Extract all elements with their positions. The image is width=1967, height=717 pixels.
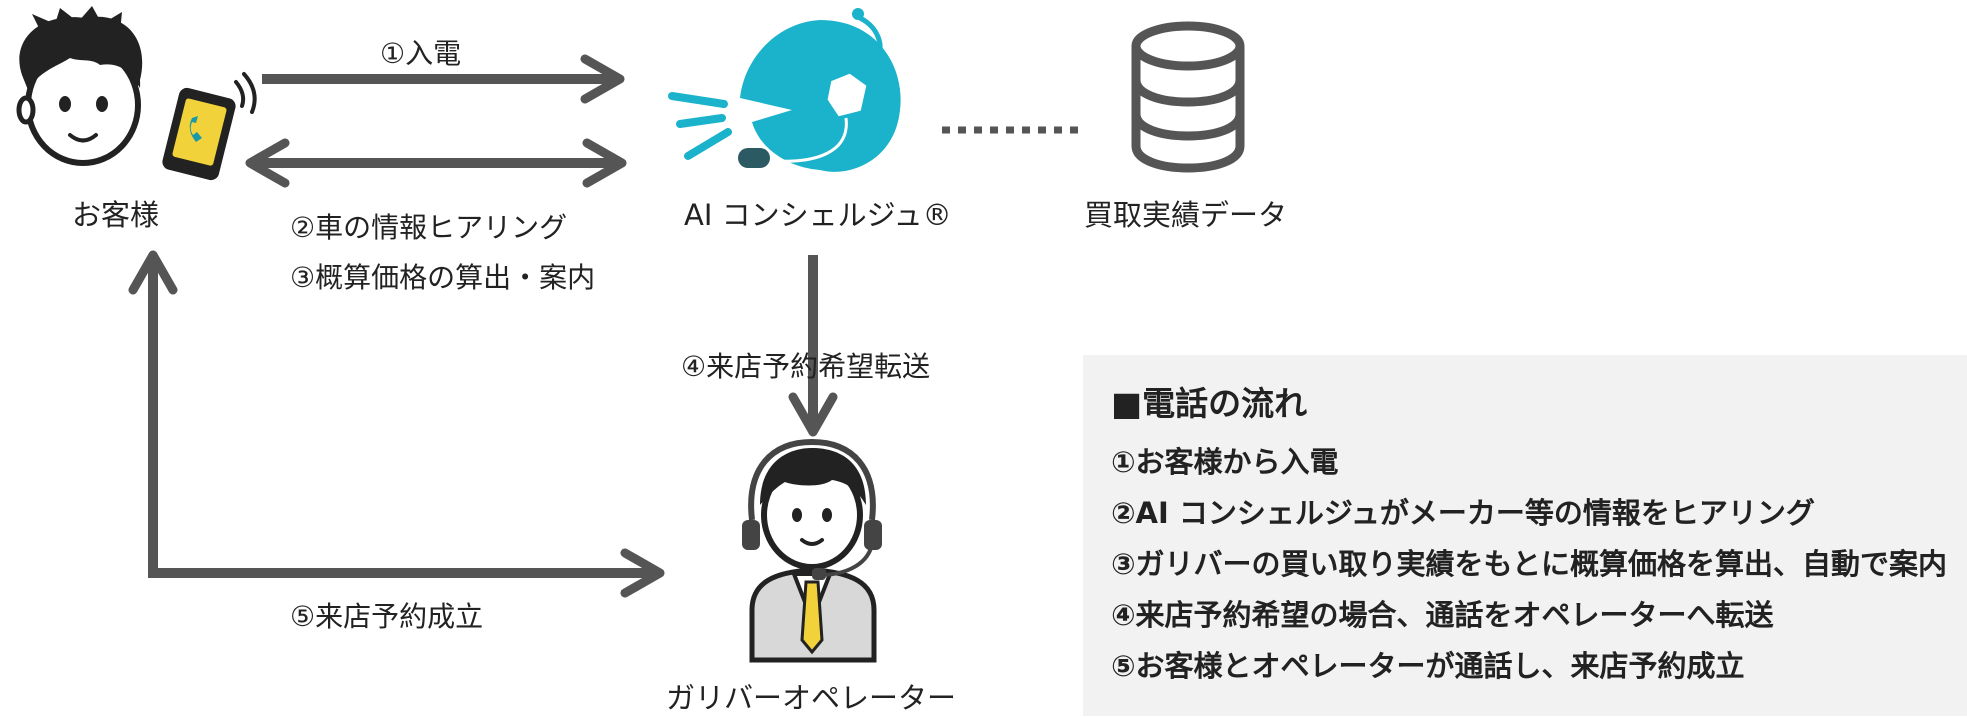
- flow-label-transfer: ④来店予約希望転送: [681, 350, 931, 383]
- call-flow-note: ■電話の流れ ①お客様から入電 ②AI コンシェルジュがメーカー等の情報をヒアリ…: [1083, 355, 1967, 716]
- database-label: 買取実績データ: [1084, 198, 1288, 232]
- database-icon: [1131, 21, 1245, 173]
- flow-label-incoming-call: ①入電: [380, 37, 462, 70]
- note-step-5: ⑤お客様とオペレーターが通話し、来店予約成立: [1111, 649, 1745, 683]
- note-step-1: ①お客様から入電: [1111, 445, 1339, 479]
- note-title: ■電話の流れ: [1111, 384, 1308, 423]
- phone-icon: [162, 72, 257, 181]
- customer-icon: [16, 6, 143, 166]
- note-step-4: ④来店予約希望の場合、通話をオペレーターへ転送: [1111, 598, 1774, 632]
- flow-label-hearing: ②車の情報ヒアリング: [290, 211, 568, 244]
- arrow-reservation: [128, 250, 665, 598]
- operator-icon: [742, 438, 882, 663]
- note-step-3: ③ガリバーの買い取り実績をもとに概算価格を算出、自動で案内: [1111, 547, 1947, 581]
- ai-concierge-label: AI コンシェルジュ®: [684, 198, 952, 232]
- customer-label: お客様: [72, 198, 160, 232]
- flow-label-reservation: ⑤来店予約成立: [290, 600, 484, 633]
- flow-label-estimate: ③概算価格の算出・案内: [290, 261, 596, 294]
- operator-label: ガリバーオペレーター: [666, 681, 957, 715]
- ai-concierge-icon: [668, 8, 901, 172]
- note-step-2: ②AI コンシェルジュがメーカー等の情報をヒアリング: [1111, 496, 1815, 530]
